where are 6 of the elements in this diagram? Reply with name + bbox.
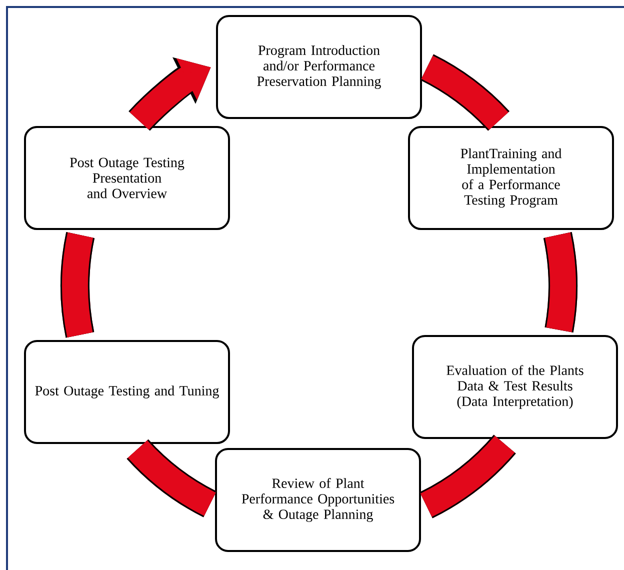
process-box: Program Introduction and/or Performance Preservation Planning	[216, 15, 422, 119]
process-box: PlantTraining and Implementation of a Performance Testing Program	[408, 126, 614, 230]
process-box: Evaluation of the Plants Data & Test Results (Data Interpretation)	[412, 335, 618, 439]
process-box: Review of Plant Performance Opportunities & Outage Planning	[215, 448, 421, 552]
process-box: Post Outage Testing Presentation and Overview	[24, 126, 230, 230]
process-box: Post Outage Testing and Tuning	[24, 340, 230, 444]
